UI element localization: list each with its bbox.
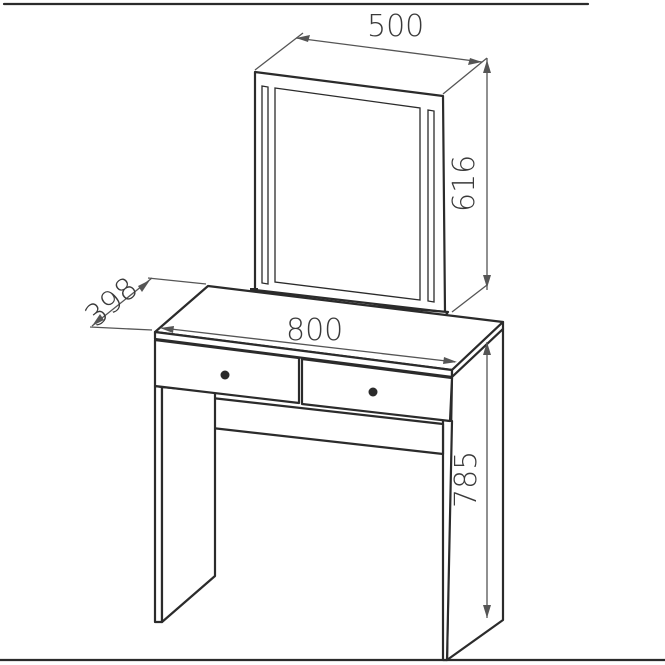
dimension-616-label: 616 <box>447 155 482 212</box>
dimension-mirror-height: 616 <box>447 58 491 313</box>
drawer-right-knob-icon <box>368 387 378 397</box>
dimension-500-label: 500 <box>367 9 424 44</box>
desk-left-leg-side <box>160 385 217 624</box>
drawer-left-knob-icon <box>220 370 230 380</box>
dimension-785-label: 785 <box>449 451 484 508</box>
mirror-glass <box>274 87 421 301</box>
dimension-398-label: 398 <box>79 271 145 335</box>
mirror-led-strip-right <box>427 109 435 303</box>
dimension-desk-width: 800 <box>160 313 457 364</box>
mirror <box>246 70 450 330</box>
dimension-800-label: 800 <box>286 313 343 348</box>
mirror-led-strip-left <box>261 85 269 285</box>
dimension-mirror-width: 500 <box>254 9 488 95</box>
desk <box>153 284 505 662</box>
dimension-desk-height: 785 <box>449 342 491 618</box>
